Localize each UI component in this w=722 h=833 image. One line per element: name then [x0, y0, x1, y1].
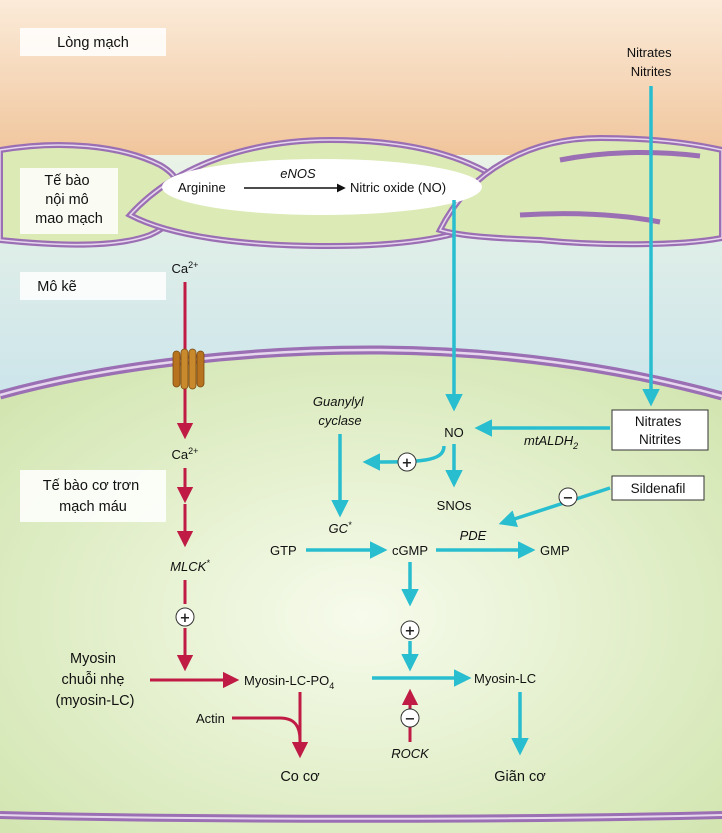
- minus-sign-sildenafil: −: [563, 491, 574, 506]
- endothelium-line-2: nội mô: [45, 192, 89, 208]
- lumen-label: Lòng mạch: [57, 35, 129, 51]
- gc-text: GC: [328, 521, 348, 536]
- mlck-text: MLCK: [170, 559, 207, 574]
- endothelium-label-box: [20, 168, 118, 234]
- ca-int-text: Ca: [172, 447, 189, 462]
- mtaldh-sub: 2: [572, 441, 578, 451]
- actin-label: Actin: [196, 711, 225, 726]
- cgmp-label: cGMP: [392, 543, 428, 558]
- ca-int-sup: 2+: [188, 446, 198, 456]
- gc-sup: *: [348, 520, 352, 530]
- sildenafil-box: [611, 475, 705, 501]
- nitric-oxide-label: Nitric oxide (NO): [350, 180, 446, 195]
- myosin-lc-po4-label: Myosin-LC-PO4: [244, 673, 334, 691]
- arginine-label: Arginine: [178, 180, 226, 195]
- ca-ext-text: Ca: [172, 261, 189, 276]
- nucleus-white-area: [162, 159, 482, 215]
- lumen-region: [0, 0, 722, 160]
- top-nitrates-label: Nitrates Nitrites: [627, 45, 675, 79]
- myosin-light-chain-label: Myosin chuỗi nhẹ (myosin-LC): [56, 651, 135, 709]
- calcium-channel-icon: [172, 348, 205, 390]
- ca-ext-sup: 2+: [188, 260, 198, 270]
- mtaldh-label: mtALDH2: [524, 433, 578, 451]
- cyclase-line: cyclase: [318, 413, 361, 428]
- plus-circle-no: [397, 452, 417, 472]
- gc-label: GC*: [328, 520, 352, 536]
- interstitium-label: Mô kẽ: [37, 279, 77, 295]
- myosin-line-3: (myosin-LC): [56, 693, 135, 709]
- top-nitrites: Nitrites: [631, 64, 672, 79]
- ca-ext-label: Ca2+: [172, 260, 199, 276]
- gtp-label: GTP: [270, 543, 297, 558]
- po4-sub: 4: [329, 681, 334, 691]
- lumen-label-box: [20, 28, 166, 56]
- smooth-muscle-line-2: mạch máu: [59, 499, 127, 515]
- mtaldh-text: mtALDH: [524, 433, 574, 448]
- smooth-muscle-line-1: Tế bào cơ trơn: [43, 478, 139, 494]
- top-nitrates: Nitrates: [627, 45, 672, 60]
- minus-circle-sildenafil: [558, 487, 578, 507]
- plus-sign-mlck: +: [180, 611, 191, 626]
- box-nitrates: Nitrates: [635, 414, 682, 429]
- minus-sign-rock: −: [405, 712, 416, 727]
- enos-label: eNOS: [280, 166, 316, 181]
- smooth-muscle-label: Tế bào cơ trơn mạch máu: [43, 478, 143, 515]
- smooth-muscle-label-box: [20, 470, 166, 522]
- guanylyl-line: Guanylyl: [313, 394, 365, 409]
- interstitium-label-box: [20, 272, 166, 300]
- plus-circle-mlck: [175, 607, 195, 627]
- endothelium-label: Tế bào nội mô mao mạch: [35, 173, 103, 227]
- endothelium-line-1: Tế bào: [44, 173, 89, 189]
- nitrates-box: [611, 409, 709, 451]
- guanylyl-cyclase-label: Guanylyl cyclase: [313, 394, 367, 428]
- relaxation-label: Giãn cơ: [494, 769, 546, 785]
- no-label: NO: [444, 425, 464, 440]
- myosin-lc-label: Myosin-LC: [474, 671, 536, 686]
- ca-int-label: Ca2+: [172, 446, 199, 462]
- no-to-gc-arrow: [362, 445, 446, 471]
- plus-circle-cgmp: [400, 620, 420, 640]
- myosin-line-1: Myosin: [70, 651, 116, 667]
- plus-sign-no: +: [402, 456, 413, 471]
- sildenafil-label: Sildenafil: [631, 481, 686, 496]
- smooth-muscle-cell: [0, 350, 722, 833]
- mlck-label: MLCK*: [170, 558, 210, 574]
- contraction-label: Co cơ: [280, 769, 320, 785]
- minus-circle-rock: [400, 708, 420, 728]
- endothelium-line-3: mao mạch: [35, 211, 103, 227]
- myosin-lc-po4-text: Myosin-LC-PO: [244, 673, 329, 688]
- nitrates-box-text: Nitrates Nitrites: [635, 414, 685, 447]
- myosin-line-2: chuỗi nhẹ: [62, 671, 125, 688]
- snos-label: SNOs: [437, 498, 472, 513]
- box-nitrites: Nitrites: [639, 432, 681, 447]
- gmp-label: GMP: [540, 543, 570, 558]
- rock-label: ROCK: [391, 746, 430, 761]
- sildenafil-inhibit-arrow: [498, 486, 611, 528]
- mlck-sup: *: [206, 558, 210, 568]
- plus-sign-cgmp: +: [405, 624, 416, 639]
- pde-label: PDE: [460, 528, 487, 543]
